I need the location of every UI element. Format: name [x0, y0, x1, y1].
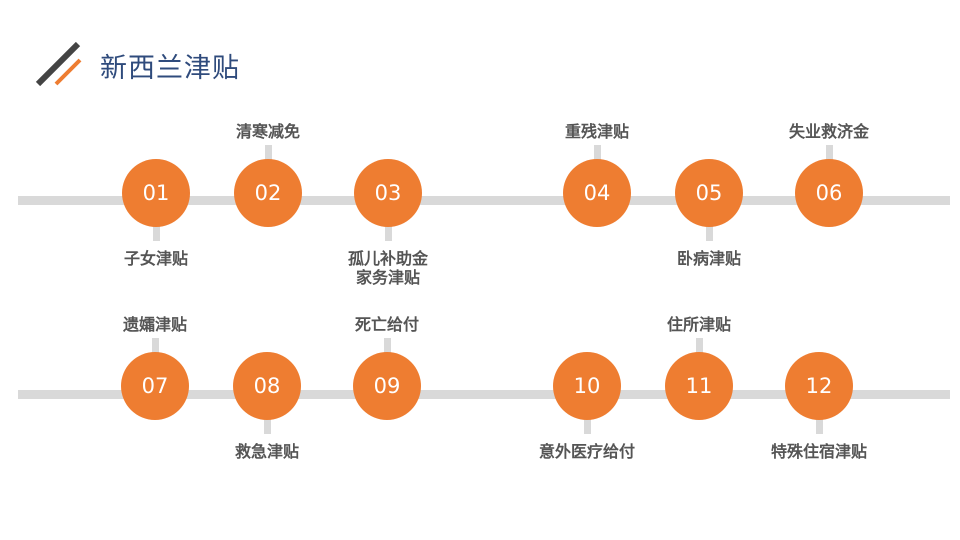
step-label: 清寒减免 — [236, 122, 300, 141]
page-title: 新西兰津贴 — [100, 53, 240, 84]
step-circle-04: 04 — [563, 159, 631, 227]
step-label-text: 救急津贴 — [234, 442, 300, 461]
step-label-text: 特殊住宿津贴 — [770, 442, 868, 461]
step-label-text-2: 家务津贴 — [355, 268, 421, 287]
connector-tick — [826, 145, 833, 165]
connector-tick — [816, 414, 823, 434]
step-label: 住所津贴 — [667, 315, 731, 334]
connector-tick — [152, 338, 159, 358]
timeline-row-2 — [18, 390, 950, 399]
step-label-text: 住所津贴 — [666, 315, 732, 334]
step-circle-05: 05 — [675, 159, 743, 227]
step-label-text: 失业救济金 — [788, 122, 870, 141]
step-circle-02: 02 — [234, 159, 302, 227]
step-label: 失业救济金 — [789, 122, 869, 141]
step-circle-10: 10 — [553, 352, 621, 420]
connector-tick — [265, 145, 272, 165]
step-circle-01: 01 — [122, 159, 190, 227]
step-label-text: 意外医疗给付 — [538, 442, 636, 461]
step-label: 特殊住宿津贴 — [771, 442, 867, 461]
connector-tick — [696, 338, 703, 358]
connector-tick — [153, 221, 160, 241]
step-label: 卧病津贴 — [677, 249, 741, 268]
step-circle-06: 06 — [795, 159, 863, 227]
step-label: 意外医疗给付 — [539, 442, 635, 461]
connector-tick — [706, 221, 713, 241]
step-circle-08: 08 — [233, 352, 301, 420]
connector-tick — [384, 338, 391, 358]
step-label-text: 子女津贴 — [123, 249, 189, 268]
step-label: 子女津贴 — [124, 249, 188, 268]
step-label: 遗孀津贴 — [123, 315, 187, 334]
step-circle-12: 12 — [785, 352, 853, 420]
step-label-text: 卧病津贴 — [676, 249, 742, 268]
connector-tick — [584, 414, 591, 434]
connector-tick — [385, 221, 392, 241]
connector-tick — [264, 414, 271, 434]
step-label: 死亡给付 — [355, 315, 419, 334]
step-circle-03: 03 — [354, 159, 422, 227]
step-circle-07: 07 — [121, 352, 189, 420]
connector-tick — [594, 145, 601, 165]
step-label: 救急津贴 — [235, 442, 299, 461]
logo-slash-icon — [35, 42, 82, 86]
step-label: 重残津贴 — [565, 122, 629, 141]
step-label: 孤儿补助金家务津贴 — [348, 249, 428, 287]
step-label-text: 遗孀津贴 — [122, 315, 188, 334]
step-label-text: 孤儿补助金 — [347, 249, 429, 268]
step-circle-11: 11 — [665, 352, 733, 420]
step-label-text: 清寒减免 — [235, 122, 301, 141]
step-label-text: 重残津贴 — [564, 122, 630, 141]
timeline-row-1 — [18, 196, 950, 205]
step-label-text: 死亡给付 — [354, 315, 420, 334]
step-circle-09: 09 — [353, 352, 421, 420]
